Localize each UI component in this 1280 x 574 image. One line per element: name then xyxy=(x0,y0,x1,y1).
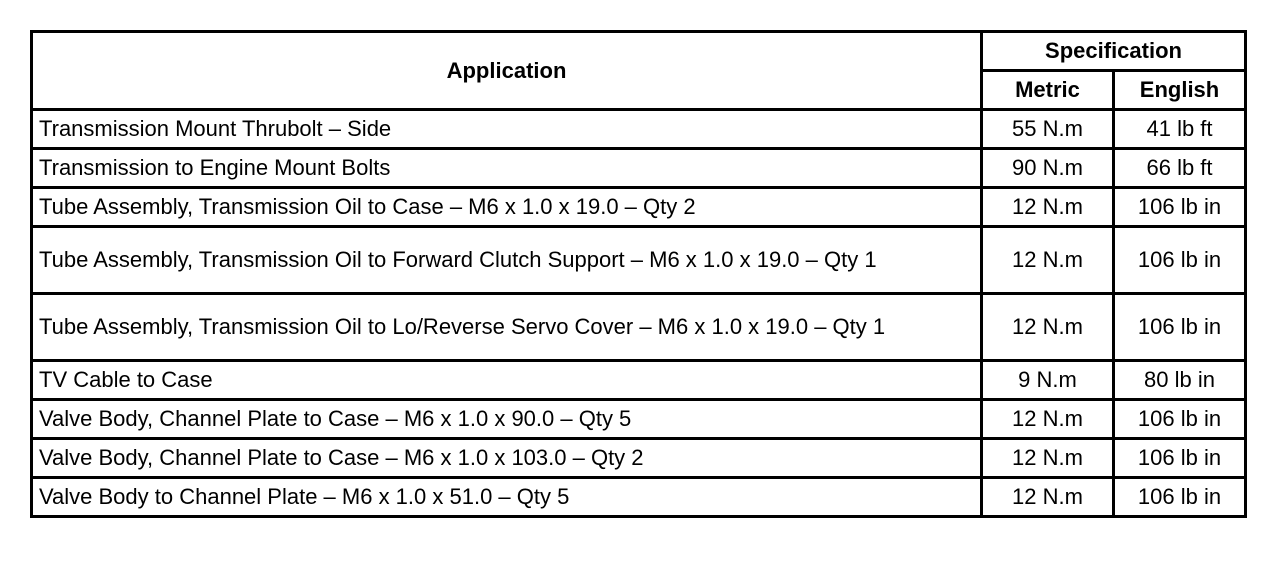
table-row: Tube Assembly, Transmission Oil to Forwa… xyxy=(30,225,1248,295)
metric-cell: 12 N.m xyxy=(980,476,1115,518)
english-cell: 106 lb in xyxy=(1111,398,1248,440)
table-row: Valve Body, Channel Plate to Case – M6 x… xyxy=(30,437,1248,479)
table-row: Transmission to Engine Mount Bolts 90 N.… xyxy=(30,147,1248,189)
metric-cell: 12 N.m xyxy=(980,437,1115,479)
metric-cell: 12 N.m xyxy=(980,225,1115,295)
application-cell: Valve Body, Channel Plate to Case – M6 x… xyxy=(30,437,983,479)
application-cell: TV Cable to Case xyxy=(30,359,983,401)
metric-header: Metric xyxy=(980,69,1115,111)
metric-cell: 12 N.m xyxy=(980,186,1115,228)
application-cell: Valve Body, Channel Plate to Case – M6 x… xyxy=(30,398,983,440)
application-cell: Tube Assembly, Transmission Oil to Case … xyxy=(30,186,983,228)
english-cell: 106 lb in xyxy=(1111,186,1248,228)
table-row: Valve Body to Channel Plate – M6 x 1.0 x… xyxy=(30,476,1248,518)
application-cell: Transmission to Engine Mount Bolts xyxy=(30,147,983,189)
table-header: Application Specification Metric English xyxy=(30,30,1248,111)
application-cell: Tube Assembly, Transmission Oil to Forwa… xyxy=(30,225,983,295)
torque-spec-table: Application Specification Metric English… xyxy=(30,30,1248,518)
english-cell: 80 lb in xyxy=(1111,359,1248,401)
metric-cell: 12 N.m xyxy=(980,398,1115,440)
english-cell: 41 lb ft xyxy=(1111,108,1248,150)
english-header: English xyxy=(1111,69,1248,111)
metric-cell: 90 N.m xyxy=(980,147,1115,189)
english-cell: 106 lb in xyxy=(1111,225,1248,295)
table-row: Tube Assembly, Transmission Oil to Case … xyxy=(30,186,1248,228)
metric-cell: 55 N.m xyxy=(980,108,1115,150)
specification-header: Specification xyxy=(979,30,1248,72)
table-row: Tube Assembly, Transmission Oil to Lo/Re… xyxy=(30,292,1248,362)
english-cell: 106 lb in xyxy=(1111,476,1248,518)
table-body: Transmission Mount Thrubolt – Side 55 N.… xyxy=(30,108,1248,518)
table-row: TV Cable to Case 9 N.m 80 lb in xyxy=(30,359,1248,401)
table-row: Transmission Mount Thrubolt – Side 55 N.… xyxy=(30,108,1248,150)
header-row-top: Application Specification xyxy=(30,30,1248,111)
english-cell: 106 lb in xyxy=(1111,292,1248,362)
table-row: Valve Body, Channel Plate to Case – M6 x… xyxy=(30,398,1248,440)
metric-cell: 9 N.m xyxy=(980,359,1115,401)
metric-cell: 12 N.m xyxy=(980,292,1115,362)
application-cell: Transmission Mount Thrubolt – Side xyxy=(30,108,983,150)
application-cell: Valve Body to Channel Plate – M6 x 1.0 x… xyxy=(30,476,983,518)
application-header: Application xyxy=(30,30,983,111)
english-cell: 106 lb in xyxy=(1111,437,1248,479)
english-cell: 66 lb ft xyxy=(1111,147,1248,189)
header-row-units: Metric English xyxy=(32,69,1248,111)
application-cell: Tube Assembly, Transmission Oil to Lo/Re… xyxy=(30,292,983,362)
